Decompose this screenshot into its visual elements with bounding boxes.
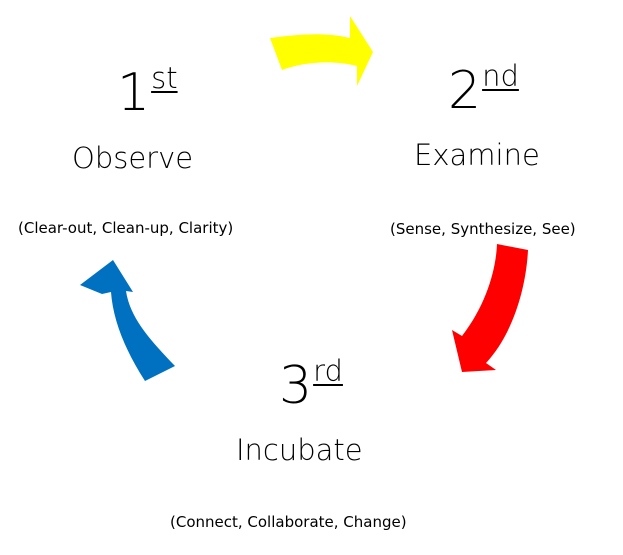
red-curved-arrow-icon bbox=[452, 244, 528, 372]
step-3-ordinal-suffix: rd bbox=[313, 354, 343, 388]
yellow-curved-arrow-icon bbox=[270, 16, 373, 86]
step-3-subtitle: (Connect, Collaborate, Change) bbox=[170, 513, 407, 531]
step-3-number: 3rd bbox=[279, 354, 343, 416]
step-2-ordinal-suffix: nd bbox=[482, 59, 519, 93]
step-3-title: Incubate bbox=[236, 433, 363, 467]
step-1-title: Observe bbox=[72, 141, 194, 175]
step-1-subtitle: (Clear-out, Clean-up, Clarity) bbox=[18, 219, 234, 237]
step-1-ordinal-suffix: st bbox=[151, 61, 178, 95]
step-1-number: 1st bbox=[117, 61, 178, 123]
step-2-number: 2nd bbox=[448, 59, 519, 121]
step-2-subtitle: (Sense, Synthesize, See) bbox=[390, 220, 576, 238]
step-2-title: Examine bbox=[414, 138, 540, 172]
blue-curved-arrow-icon bbox=[80, 260, 175, 381]
